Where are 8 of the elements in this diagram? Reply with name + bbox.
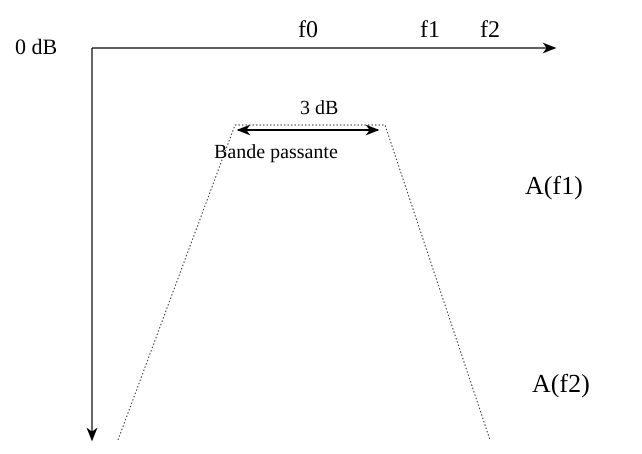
attenuation-label: A(f2) (532, 371, 590, 397)
frequency-label: f2 (480, 18, 500, 42)
attenuation-label: A(f1) (525, 173, 583, 199)
bandwidth-label: Bande passante (214, 142, 338, 162)
frequency-label: f0 (298, 18, 318, 42)
attenuation-label: 3 dB (300, 98, 338, 118)
axis-label: 0 dB (15, 36, 58, 58)
frequency-label: f1 (420, 18, 440, 42)
